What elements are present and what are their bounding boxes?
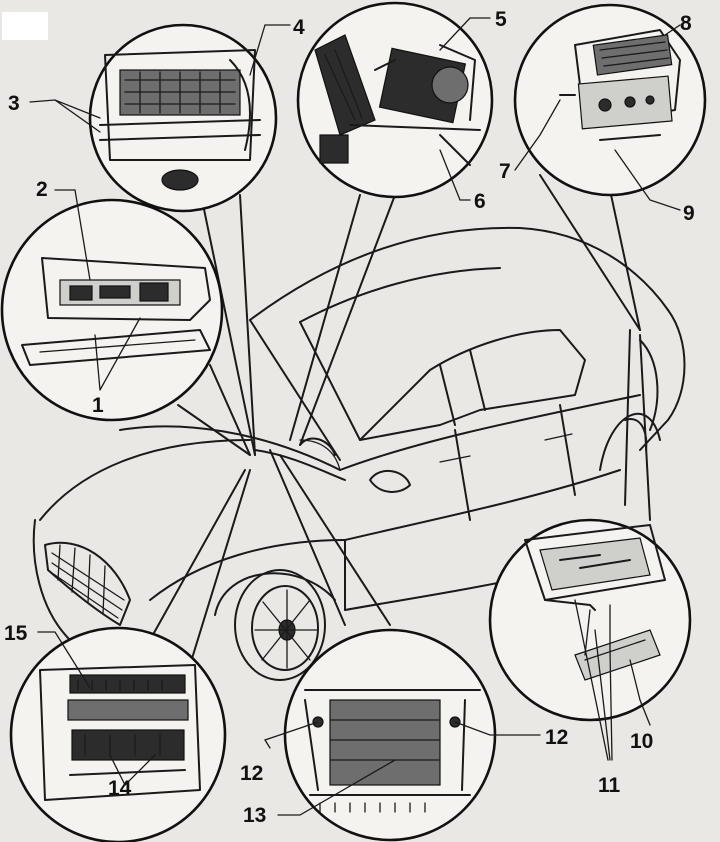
detail-glovebox <box>0 198 224 422</box>
callout-11: 11 <box>598 774 621 797</box>
callout-15: 15 <box>4 622 28 645</box>
callout-10: 10 <box>630 730 653 753</box>
callout-numbers: 1 2 3 4 5 6 7 8 9 10 11 12 12 13 14 15 <box>4 8 695 827</box>
callout-13: 13 <box>243 804 266 827</box>
detail-center-console <box>9 626 227 842</box>
detail-rear-module <box>513 3 707 197</box>
leader-lines <box>149 174 651 666</box>
callout-1: 1 <box>92 394 104 417</box>
callout-7: 7 <box>499 160 511 183</box>
detail-bracket <box>488 518 692 722</box>
callout-2: 2 <box>36 178 48 201</box>
callout-3: 3 <box>8 92 20 115</box>
detail-display-screen <box>283 628 497 842</box>
detail-dash-unit <box>88 23 278 213</box>
callout-leaders <box>29 17 681 816</box>
callout-4: 4 <box>293 16 305 39</box>
callout-5: 5 <box>495 8 507 31</box>
callout-12-right: 12 <box>545 726 568 749</box>
blank-label-box <box>2 12 48 40</box>
front-wheel <box>214 569 336 681</box>
callout-14: 14 <box>108 777 132 800</box>
front-grille <box>44 541 131 626</box>
callout-8: 8 <box>680 12 692 35</box>
callout-6: 6 <box>474 190 486 213</box>
callout-12-left: 12 <box>240 762 263 785</box>
detail-engine-bay <box>296 1 494 199</box>
callout-9: 9 <box>683 202 695 225</box>
